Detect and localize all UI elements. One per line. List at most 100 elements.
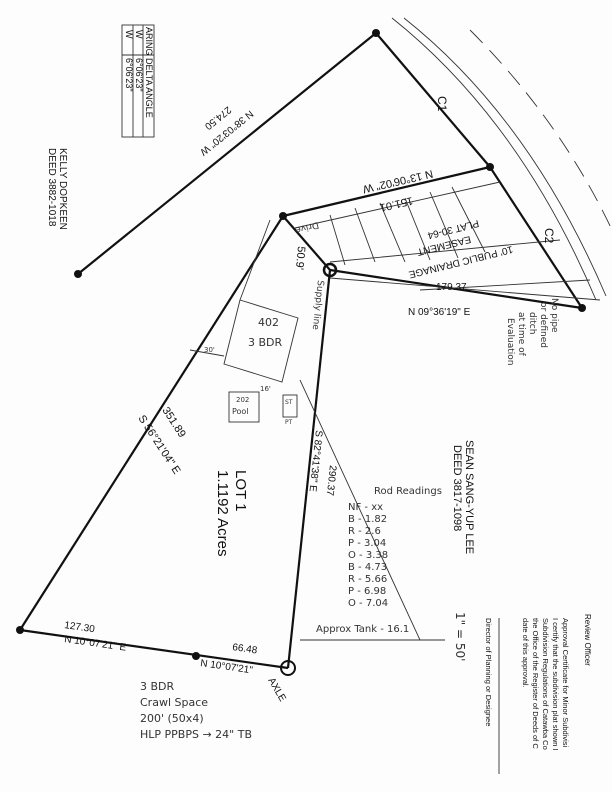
curve_table-rows-1-bearing: W — [124, 30, 134, 39]
approval-cert_lines-3: the Office of the Register of Deeds of C — [531, 618, 540, 749]
annotations-scale: 1" = 50' — [453, 612, 467, 661]
boundary-inner-distance: 290.37 — [324, 465, 338, 497]
rod_readings-items-8: O - 7.04 — [348, 598, 388, 609]
setback-line — [239, 219, 271, 301]
pool-footprint — [228, 391, 260, 423]
house-setback: 30' — [204, 346, 215, 354]
approval-director: Director of Planning or Designee — [484, 618, 493, 726]
rod_readings-items-4: O - 3.38 — [348, 550, 388, 561]
axle-marker — [280, 660, 296, 676]
corner-marker — [192, 652, 200, 660]
design_note-1: Crawl Space — [140, 696, 208, 709]
house-pool_num: 202 — [236, 396, 249, 404]
rod_readings-items-5: B - 4.73 — [348, 562, 387, 573]
rod_readings-items-0: NF - xx — [348, 502, 383, 513]
adjoiners-east-name: SEAN SANG-YUP LEE — [463, 440, 475, 554]
approval-cert_lines-2: Subdivision Regulations of Catawba Co — [541, 618, 550, 750]
soil-test-lines — [329, 186, 486, 266]
approval-cert_lines-1: I certify that the subdivision plat show… — [551, 618, 560, 751]
rod_readings-title: Rod Readings — [374, 486, 442, 497]
boundary-c2 — [489, 166, 583, 309]
approval-certificate: Review Officer Approval Certificate for … — [484, 614, 592, 774]
boundary-c1 — [375, 32, 491, 168]
boundary-drive: 50.9' — [293, 246, 307, 270]
setback-line — [189, 349, 225, 357]
design_note-0: 3 BDR — [140, 680, 175, 693]
boundary-ne — [329, 268, 583, 310]
rod_readings-items-1: B - 1.82 — [348, 514, 387, 525]
tank-line — [299, 379, 421, 641]
curve_table-rows-0-bearing: W — [134, 30, 144, 39]
curve_table-rows-1-delta: 6°06'23" — [124, 58, 134, 92]
rod_readings-items-6: R - 5.66 — [348, 574, 387, 585]
boundary-rear2-bearing: N 10°07'21" — [200, 658, 254, 676]
boundary-ne-bearing: N 09°36'19" E — [408, 307, 471, 318]
house-bedrooms: 3 BDR — [248, 336, 283, 349]
boundary-front — [282, 165, 491, 218]
annotations-no_pipe-1: or defined — [538, 302, 548, 348]
house-number: 402 — [258, 316, 279, 329]
adjoiners-east-deed: DEED 3817-1098 — [451, 445, 463, 531]
road-centerline — [469, 29, 612, 231]
boundary-inner — [286, 269, 332, 669]
rod_readings-items-2: R - 2.6 — [348, 526, 381, 537]
boundary-rear1-bearing: N 10°07'21" E — [64, 634, 128, 654]
lot-area: 1.1192 Acres — [214, 470, 231, 556]
boundary-front-bearing: N 13°06'02" W — [361, 167, 434, 195]
boundary-rear1-distance: 127.30 — [64, 620, 96, 635]
curve_table-rows-0-delta: 6°06'23" — [134, 58, 144, 92]
curve_table-header: ARING DELTA ANGLE — [144, 27, 154, 118]
boundary-sw-distance: 351.89 — [159, 405, 187, 440]
iron-pin-marker — [322, 262, 338, 278]
design-note: 3 BDR Crawl Space 200' (50x4) HLP PPBPS … — [140, 680, 252, 741]
boundary-front-distance: 151.01 — [379, 194, 414, 213]
annotations-supply_line: Supply line — [310, 280, 325, 331]
easement-lines — [294, 181, 601, 301]
adjoiners-west-name: KELLY DOPKEEN — [57, 148, 68, 230]
boundary-c2: C2 — [542, 228, 556, 244]
rod_readings-items-7: P - 6.98 — [348, 586, 386, 597]
house-footprint — [223, 299, 299, 383]
design_note-2: 200' (50x4) — [140, 712, 204, 725]
approval-cert_lines-4: date of this approval. — [521, 618, 530, 688]
lot-name: LOT 1 — [232, 470, 249, 511]
annotations-drive: Drive — [294, 219, 320, 235]
corner-marker — [372, 29, 380, 37]
road-edge — [391, 17, 597, 301]
easement-line3: PLAT 30-64 — [426, 217, 480, 240]
boundary-c1: C1 — [435, 96, 449, 112]
curve-table: ARING DELTA ANGLE W 6°06'23" W 6°06'23" — [121, 24, 155, 138]
annotations-no_pipe-0: No pipe — [549, 298, 559, 333]
house-st: ST — [285, 399, 293, 406]
corner-marker — [578, 304, 586, 312]
house-pool: Pool — [232, 407, 249, 416]
rod_readings-items-3: P - 3.04 — [348, 538, 386, 549]
boundary-nw — [77, 32, 377, 275]
boundary-rear — [19, 628, 289, 670]
annotations-no_pipe-3: at time of — [516, 312, 526, 357]
tank-footprint — [282, 394, 298, 418]
approval-review_officer: Review Officer — [583, 614, 592, 666]
road-edge — [403, 17, 607, 297]
corner-marker — [74, 270, 82, 278]
boundary-sw — [19, 215, 284, 631]
boundary-axle: AXLE — [265, 676, 287, 704]
no-pipe-note: No pipe or defined ditch at time of Eval… — [505, 298, 559, 366]
adjoiners-west-deed: DEED 3882-1018 — [46, 148, 57, 227]
corner-marker — [279, 212, 287, 220]
rod-readings: Rod Readings NF - xx B - 1.82 R - 2.6 P … — [348, 486, 442, 609]
boundary-drive — [282, 215, 331, 271]
house-pt: PT — [285, 419, 293, 426]
corner-marker — [16, 626, 24, 634]
boundary-rear2-distance: 66.48 — [232, 642, 259, 656]
annotations-no_pipe-4: Evaluation — [505, 318, 515, 366]
corner-marker — [486, 163, 494, 171]
annotations-no_pipe-2: ditch — [527, 312, 537, 334]
design_note-3: HLP PPBPS → 24" TB — [140, 728, 252, 741]
boundary-ne-distance: 179.37 — [436, 282, 467, 293]
house-dim: 16' — [260, 385, 271, 393]
annotations-approx_tank: Approx Tank - 16.1 — [316, 624, 409, 635]
approval-cert_lines-0: Approval Certificate for Minor Subdivisi — [561, 618, 570, 748]
